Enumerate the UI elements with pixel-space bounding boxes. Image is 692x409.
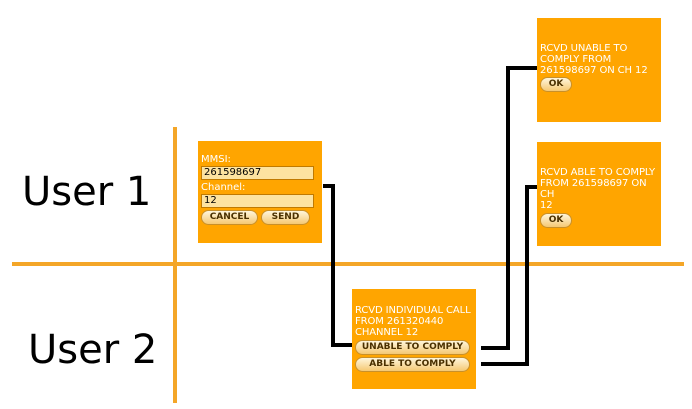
able-reply-card: RCVD ABLE TO COMPLY FROM 261598697 ON CH… [537,142,661,246]
channel-label: Channel: [201,182,246,193]
incoming-call-card: RCVD INDIVIDUAL CALL FROM 261320440 CHAN… [352,289,476,389]
unable-reply-message: RCVD UNABLE TO COMPLY FROM 261598697 ON … [540,43,648,76]
dsc-call-form-card: MMSI: 261598697 Channel: 12 CANCEL SEND [198,141,322,243]
channel-input[interactable]: 12 [201,194,314,208]
unable-reply-card: RCVD UNABLE TO COMPLY FROM 261598697 ON … [537,18,661,122]
user1-label: User 1 [22,169,152,215]
able-reply-message: RCVD ABLE TO COMPLY FROM 261598697 ON CH… [540,167,656,211]
connector-able-to-reply [481,185,537,366]
mmsi-input[interactable]: 261598697 [201,166,314,180]
ok-button[interactable]: OK [540,213,572,228]
ok-button[interactable]: OK [540,77,572,92]
incoming-call-message: RCVD INDIVIDUAL CALL FROM 261320440 CHAN… [355,305,471,338]
user2-label: User 2 [28,327,158,373]
form-button-row: CANCEL SEND [201,210,319,225]
cancel-button[interactable]: CANCEL [201,210,258,225]
connector-send-to-incoming [323,184,353,347]
send-button[interactable]: SEND [261,210,310,225]
mmsi-label: MMSI: [201,154,231,165]
unable-to-comply-button[interactable]: UNABLE TO COMPLY [355,340,470,355]
horizontal-divider [12,262,684,266]
vertical-divider [173,127,177,403]
connector-unable-to-reply [481,66,537,350]
able-to-comply-button[interactable]: ABLE TO COMPLY [355,357,470,372]
